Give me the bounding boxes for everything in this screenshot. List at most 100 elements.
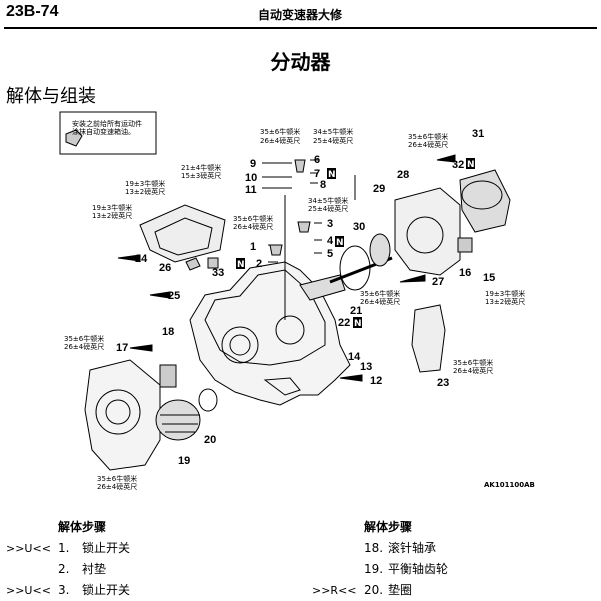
svg-text:3: 3 (327, 218, 333, 230)
note-line2: 涂抹自动变速箱油。 (72, 127, 135, 136)
step-item: 18.滚针轴承 (364, 541, 437, 555)
svg-text:21±4牛顿米: 21±4牛顿米 (181, 163, 221, 172)
svg-text:34±5牛顿米: 34±5牛顿米 (308, 196, 348, 205)
svg-text:25: 25 (168, 290, 180, 302)
svg-text:26±4磅英尺: 26±4磅英尺 (453, 366, 493, 375)
note-line1: 安装之前给所有运动件 (72, 119, 142, 128)
disassembly-steps-left: 解体步骤 >>U<<1.锁止开关 2.衬垫 >>U<<3.锁止开关 (6, 517, 296, 601)
page-title: 分动器 (270, 50, 331, 74)
front-cover (84, 359, 161, 471)
adapter-housing (394, 187, 461, 276)
svg-text:24: 24 (135, 253, 148, 265)
lock-switch (269, 244, 283, 256)
o-ring (339, 245, 371, 291)
svg-text:27: 27 (432, 276, 444, 288)
torque-9-line2: 26±4磅英尺 (260, 136, 300, 145)
bolt-27 (399, 274, 426, 283)
steps-heading: 解体步骤 (58, 520, 107, 534)
svg-text:N: N (237, 260, 245, 270)
svg-text:13: 13 (360, 361, 372, 373)
svg-text:20: 20 (204, 434, 216, 446)
mounting-bracket (411, 304, 446, 373)
step-item: 19.平衡轴齿轮 (364, 562, 449, 576)
svg-text:19±3牛顿米: 19±3牛顿米 (485, 289, 525, 298)
housing-bearing-bore (221, 326, 259, 364)
torque-9-line1: 35±6牛顿米 (260, 127, 300, 136)
callout-1: 1 (250, 241, 256, 253)
bolt-17 (129, 344, 153, 352)
svg-text:32: 32 (452, 159, 464, 171)
svg-text:安装之前给所有运动件: 安装之前给所有运动件 (72, 119, 142, 128)
step-item: >>U<<3.锁止开关 (6, 583, 131, 597)
svg-text:N: N (336, 238, 344, 248)
svg-text:19±3牛顿米: 19±3牛顿米 (125, 179, 165, 188)
svg-text:29: 29 (373, 183, 385, 195)
svg-text:35±6牛顿米: 35±6牛顿米 (260, 127, 300, 136)
svg-text:26±4磅英尺: 26±4磅英尺 (233, 222, 273, 231)
svg-text:26: 26 (159, 262, 171, 274)
needle-bearing (159, 364, 177, 388)
housing-inner-wall (204, 269, 326, 366)
washer-ring (198, 388, 218, 412)
svg-text:35±6牛顿米: 35±6牛顿米 (233, 214, 273, 223)
step-item: >>R<<20.垫圈 (312, 583, 413, 597)
speed-sensor (457, 237, 473, 253)
svg-text:28: 28 (397, 169, 409, 181)
svg-text:22: 22 (338, 317, 350, 329)
svg-text:10: 10 (245, 172, 257, 184)
svg-text:17: 17 (116, 342, 128, 354)
svg-text:13±2磅英尺: 13±2磅英尺 (485, 297, 525, 306)
svg-text:35±6牛顿米: 35±6牛顿米 (97, 474, 137, 483)
svg-text:5: 5 (327, 248, 333, 260)
svg-text:N: N (354, 319, 362, 329)
svg-text:13±2磅英尺: 13±2磅英尺 (92, 211, 132, 220)
exploded-view-figure: 35±6牛顿米 26±4磅英尺 34±5牛顿米 25±4磅英尺 21±4牛顿米 … (59, 111, 535, 491)
bolt-24 (117, 254, 141, 262)
bolt-25 (149, 291, 171, 299)
svg-text:13±2磅英尺: 13±2磅英尺 (125, 187, 165, 196)
svg-text:16: 16 (459, 267, 471, 279)
new-part-markers: N N N N N (236, 158, 475, 329)
oil-seal (369, 233, 391, 267)
svg-text:涂抹自动变速箱油。: 涂抹自动变速箱油。 (72, 127, 135, 136)
svg-text:26±4磅英尺: 26±4磅英尺 (64, 342, 104, 351)
svg-text:21: 21 (350, 305, 362, 317)
svg-text:35±6牛顿米: 35±6牛顿米 (408, 132, 448, 141)
page-header: 23B-74 自动变速器大修 (0, 0, 601, 29)
svg-text:34±5牛顿米: 34±5牛顿米 (313, 127, 353, 136)
bolt-32 (436, 154, 456, 163)
svg-text:19: 19 (178, 455, 190, 467)
step-item: >>U<<1.锁止开关 (6, 541, 131, 555)
svg-text:4: 4 (327, 235, 334, 247)
svg-text:35±6牛顿米: 35±6牛顿米 (64, 334, 104, 343)
svg-text:12: 12 (370, 375, 382, 387)
end-cover (459, 169, 511, 233)
svg-text:26±4磅英尺: 26±4磅英尺 (260, 136, 300, 145)
svg-text:26±4磅英尺: 26±4磅英尺 (97, 482, 137, 491)
svg-text:18: 18 (162, 326, 174, 338)
svg-text:N: N (467, 160, 475, 170)
svg-text:2: 2 (256, 258, 262, 270)
page-code: 23B-74 (6, 3, 59, 20)
svg-text:14: 14 (348, 351, 361, 363)
svg-text:33: 33 (212, 267, 224, 279)
svg-text:30: 30 (353, 221, 365, 233)
disassembly-steps-right: 解体步骤 18.滚针轴承 19.平衡轴齿轮 >>R<<20.垫圈 (312, 517, 597, 601)
section-heading: 解体与组装 (6, 86, 96, 107)
svg-text:N: N (328, 170, 336, 180)
svg-text:25±4磅英尺: 25±4磅英尺 (313, 136, 353, 145)
svg-text:15±3磅英尺: 15±3磅英尺 (181, 171, 221, 180)
figure-code: AK101100AB (484, 481, 535, 489)
svg-text:7: 7 (314, 168, 320, 180)
step-item: 2.衬垫 (58, 562, 107, 576)
svg-text:23: 23 (437, 377, 449, 389)
header-rule (4, 27, 597, 29)
svg-text:8: 8 (320, 179, 326, 191)
running-title: 自动变速器大修 (258, 8, 343, 22)
svg-text:19±3牛顿米: 19±3牛顿米 (92, 203, 132, 212)
svg-text:25±4磅英尺: 25±4磅英尺 (308, 204, 348, 213)
svg-text:26±4磅英尺: 26±4磅英尺 (360, 297, 400, 306)
svg-text:31: 31 (472, 128, 484, 140)
cover-plate (139, 204, 226, 263)
note-box (59, 111, 157, 155)
